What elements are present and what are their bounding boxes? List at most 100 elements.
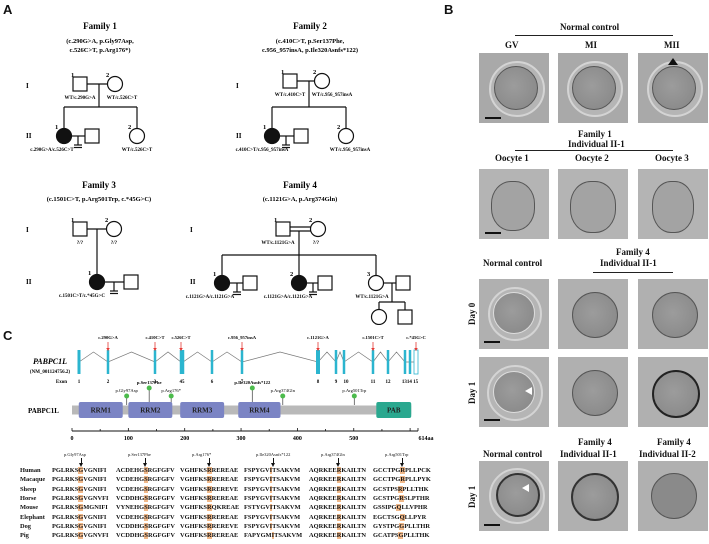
exon-number: 11: [371, 380, 376, 385]
sequence-segment: AQRKEERKAILTN: [309, 476, 366, 484]
sequence-segment: AQRKEERKAILTN: [309, 485, 366, 493]
domain-rrm1: [78, 402, 123, 418]
domain-pab: [376, 402, 412, 418]
alignment-variant-header: p.Gly97Asp: [64, 452, 86, 457]
genotype-label: c.1501C>T/c.*45G>C: [59, 294, 105, 299]
domain-rrm4: [238, 402, 281, 418]
sequence-segment: GYSTPGGPLLTHR: [373, 522, 430, 530]
exon-8: [316, 350, 320, 374]
exon-number: 2: [107, 380, 110, 385]
oocyte-image-family4-ii2: [638, 461, 708, 531]
affected-female-symbol: [213, 274, 231, 292]
highlighted-residue: S: [144, 522, 148, 530]
alignment-variant-header: p.Ile320Asnfs*122: [256, 452, 291, 457]
exon-number: 1: [78, 380, 81, 385]
sequence-segment: FSTYGVITSAKVM: [244, 504, 301, 512]
highlighted-residue: S: [144, 532, 148, 540]
family-variants: c.526C>T, p.Arg176*): [70, 47, 131, 54]
cdna-variant-label: c.1501C>T: [362, 335, 383, 340]
exon-12: [386, 350, 390, 374]
lollipop-head-icon: [351, 393, 357, 399]
sequence-segment: FSPYGVITSAKVM: [244, 485, 301, 493]
genotype-label: c.1121G>A/c.1121G>A: [264, 295, 313, 300]
individual-number: 1: [263, 124, 266, 131]
pronucleus-arrowhead-icon: [522, 484, 529, 492]
protein-variant-label: p.Arg374Gln: [271, 388, 296, 393]
normal-control-header: Normal control: [560, 22, 620, 32]
species-label: Macaque: [20, 476, 46, 484]
highlighted-residue: I: [269, 513, 273, 521]
male-symbol: [293, 128, 309, 144]
exon-6: [210, 350, 214, 374]
exon-number: 8: [317, 380, 320, 385]
polar-body-arrowhead-icon: [668, 58, 678, 65]
highlighted-residue: S: [144, 485, 148, 493]
domain-rrm2: [128, 402, 173, 418]
exon-11: [371, 350, 375, 374]
generation-label: I: [26, 226, 29, 234]
normal-control-label: Normal control: [483, 449, 543, 459]
family-variants: (c.290G>A, p.Gly97Asp,: [66, 38, 134, 45]
sequence-segment: VGHFKSRREREAE: [180, 494, 239, 502]
highlighted-residue: S: [144, 513, 148, 521]
axis-tick-label: 200: [180, 436, 189, 442]
highlighted-residue: Q: [396, 504, 402, 512]
individual-number: 2: [337, 124, 340, 131]
species-label: Mouse: [20, 504, 39, 512]
male-symbol: [84, 128, 100, 144]
exon-3: [153, 350, 157, 374]
pedigree-family-2: Family 2(c.410C>T, p.Ser137Phe,c.956_957…: [236, 21, 371, 153]
sequence-segment: PGLRKSGVGNIFI: [52, 476, 107, 484]
sequence-segment: AQRKEERKAILTN: [309, 504, 366, 512]
genotype-label: WT/c.1121G>A: [261, 241, 295, 246]
cdna-variant-label: c.1121G>A: [307, 335, 329, 340]
down-arrow-icon: [80, 458, 82, 465]
alignment-variant-header: p.Arg374Gln: [321, 452, 345, 457]
highlighted-residue: I: [271, 532, 275, 540]
sequence-segment: PGLRKSGMGNIFI: [52, 504, 108, 512]
sequence-segment: PGLRKSGVGNIFI: [52, 522, 107, 530]
exon-10: [342, 350, 346, 374]
sequence-segment: VGHFKSRREREAE: [180, 476, 239, 484]
genotype-label: WT/c.956_957insA: [312, 93, 353, 98]
cdna-variant-label: c.956_957insA: [228, 335, 257, 340]
sequence-segment: ACDEHGSRGFGFV: [116, 467, 175, 474]
oocyte-image-patient-day0-a: [558, 279, 628, 349]
protein-variant-label: p.Ile320Asnfs*122: [234, 380, 271, 385]
highlighted-residue: G: [78, 476, 84, 484]
sequence-segment: FSPYGVITSAKVM: [244, 494, 301, 502]
highlighted-residue: R: [336, 532, 342, 540]
highlighted-residue: R: [397, 485, 403, 493]
sequence-segment: GCCTPGRPLLPCK: [373, 467, 431, 474]
sequence-segment: PGLRKSGVGNIFI: [52, 513, 107, 521]
sequence-segment: VCDDHGSRGFGFV: [116, 522, 175, 530]
female-symbol: [367, 274, 385, 292]
generation-label: II: [190, 278, 196, 286]
stage-label-mi: MI: [585, 40, 597, 50]
sequence-segment: VCDEHGSRGFGFV: [116, 513, 175, 521]
highlighted-residue: I: [269, 522, 273, 530]
affected-female-symbol: [263, 127, 281, 145]
individual-number: 1: [88, 270, 91, 277]
sequence-segment: FSPYGVITSAKVM: [244, 467, 301, 474]
individual-number: 2: [309, 217, 312, 224]
sequence-segment: VCDEHGSRGFGFV: [116, 485, 175, 493]
sequence-segment: FAPYGMITSAKVM: [244, 532, 303, 540]
family-variants: c.956_957insA, p.Ile320Asnfs*122): [262, 47, 358, 54]
variant-arrowhead-icon: [414, 348, 418, 351]
oocyte-image-2: [558, 169, 628, 239]
female-symbol: [309, 220, 327, 238]
individual-number: 1: [71, 72, 74, 79]
sequence-segment: VGHFKSRREREVE: [180, 522, 239, 530]
down-arrow-icon: [272, 458, 274, 465]
individual-label-a: Individual II-1: [560, 449, 617, 459]
family-variants: (c.410C>T, p.Ser137Phe,: [276, 38, 345, 45]
domain-rrm3: [180, 402, 225, 418]
male-symbol: [275, 221, 291, 237]
oocyte-image-patient-day1-a: [558, 357, 628, 427]
down-arrow-icon: [401, 458, 403, 465]
male-symbol: [395, 275, 411, 291]
genotype-label: WT/c.1121G>A: [355, 295, 389, 300]
species-label: Pig: [20, 532, 29, 540]
